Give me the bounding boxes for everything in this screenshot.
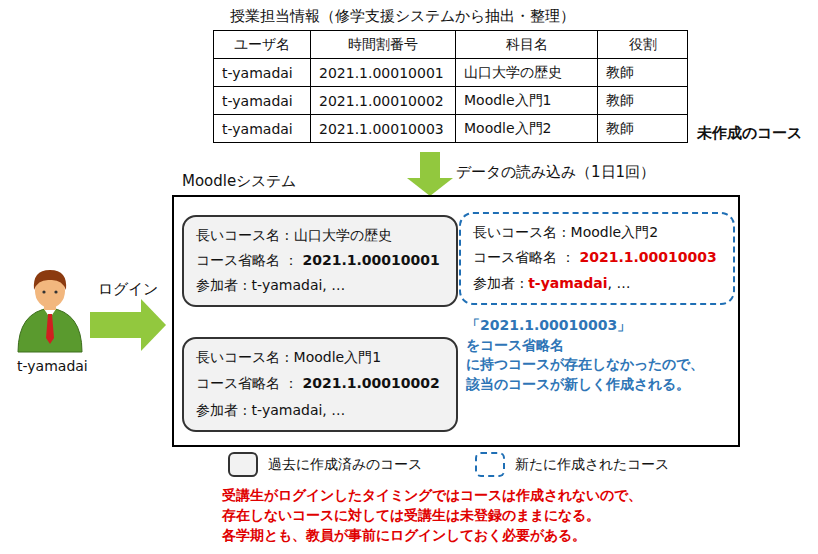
table-title: 授業担当情報（修学支援システムから抽出・整理） [230, 7, 575, 25]
course-value: 2021.1.00010002 [302, 375, 439, 391]
callout-note: 「2021.1.00010003」をコース省略名 に持つコースが存在しなかったの… [466, 316, 728, 394]
table-row: t-yamadai2021.1.00010003Moodle入門2教師 [214, 115, 688, 143]
course-field: 長いコース名 : Moodle入門2 [473, 224, 658, 242]
arrow-label: ログイン [98, 280, 158, 298]
course-value: 2021.1.00010003 [579, 249, 716, 265]
moodle-system-box: Moodleシステム長いコース名 : 山口大学の歴史コース省略名 ：2021.1… [172, 195, 740, 447]
table-cell: 教師 [598, 59, 688, 87]
warning-note: 各学期とも、教員が事前にログインしておく必要がある。 [222, 527, 586, 544]
text-row: 長いコース名 : 山口大学の歴史 [196, 227, 444, 245]
table-row: ユーザ名時間割番号科目名役割 [214, 31, 688, 59]
table-cell: 2021.1.00010003 [311, 115, 456, 143]
text-row: 参加者 : t-yamadai, … [196, 277, 444, 295]
course-box: 長いコース名 : 山口大学の歴史コース省略名 ：2021.1.00010001参… [182, 215, 458, 307]
table-cell: 教師 [598, 87, 688, 115]
table-cell: 教師 [598, 115, 688, 143]
warning-note: 受講生がログインしたタイミングではコースは作成されないので、 [222, 487, 642, 504]
legend-swatch [475, 452, 505, 477]
course-field: , … [608, 275, 631, 291]
text-row: コース省略名 ：2021.1.00010001 [196, 252, 444, 270]
legend-swatch [228, 452, 258, 477]
text-row: 長いコース名 : Moodle入門2 [473, 224, 721, 242]
text-row: 長いコース名 : Moodle入門1 [196, 349, 444, 367]
course-box: 長いコース名 : Moodle入門1 コース省略名 ：2021.1.0001000… [182, 337, 458, 432]
table-cell: Moodle入門1 [456, 87, 598, 115]
course-field: コース省略名 ： [473, 249, 575, 267]
table-row: t-yamadai2021.1.00010002Moodle入門1教師 [214, 87, 688, 115]
text-row: 参加者 :t-yamadai, … [473, 275, 721, 293]
table-cell: t-yamadai [214, 87, 311, 115]
table-cell: 2021.1.00010002 [311, 87, 456, 115]
course-field: 参加者 : t-yamadai, … [196, 402, 345, 420]
data-table: ユーザ名時間割番号科目名役割t-yamadai2021.1.00010001山口… [213, 30, 688, 143]
person-icon [18, 270, 82, 352]
table-header: 科目名 [456, 31, 598, 59]
legend-text: 新たに作成されたコース [515, 456, 669, 473]
table-row: t-yamadai2021.1.00010001山口大学の歴史教師 [214, 59, 688, 87]
text-row: コース省略名 ：2021.1.00010003 [473, 249, 721, 267]
course-field: 長いコース名 : 山口大学の歴史 [196, 227, 392, 245]
new-course-box: 長いコース名 : Moodle入門2 コース省略名 ：2021.1.0001000… [459, 212, 735, 305]
table-header: 役割 [598, 31, 688, 59]
note-label: 未作成のコース [697, 124, 802, 142]
table-cell: Moodle入門2 [456, 115, 598, 143]
legend-text: 過去に作成済みのコース [268, 456, 422, 473]
warning-note: 存在しないコースに対しては受講生は未登録のままになる。 [222, 507, 600, 524]
text-row: 参加者 : t-yamadai, … [196, 402, 444, 420]
course-value: 2021.1.00010001 [302, 252, 439, 268]
table-cell: 山口大学の歴史 [456, 59, 598, 87]
login-arrow [90, 299, 166, 351]
course-field: コース省略名 ： [196, 252, 298, 270]
course-value: t-yamadai [528, 275, 607, 291]
text-row: コース省略名 ：2021.1.00010002 [196, 375, 444, 393]
table-cell: t-yamadai [214, 59, 311, 87]
arrow-label: データの読み込み（1日1回） [456, 163, 655, 181]
course-field: コース省略名 ： [196, 375, 298, 393]
course-field: 参加者 : [473, 275, 524, 293]
course-field: 参加者 : t-yamadai, … [196, 277, 345, 295]
load-arrow [407, 152, 453, 196]
course-field: 長いコース名 : Moodle入門1 [196, 349, 381, 367]
person-name: t-yamadai [17, 358, 88, 375]
table-header: ユーザ名 [214, 31, 311, 59]
system-heading: Moodleシステム [182, 172, 296, 191]
table-cell: 2021.1.00010001 [311, 59, 456, 87]
table-cell: t-yamadai [214, 115, 311, 143]
table-header: 時間割番号 [311, 31, 456, 59]
